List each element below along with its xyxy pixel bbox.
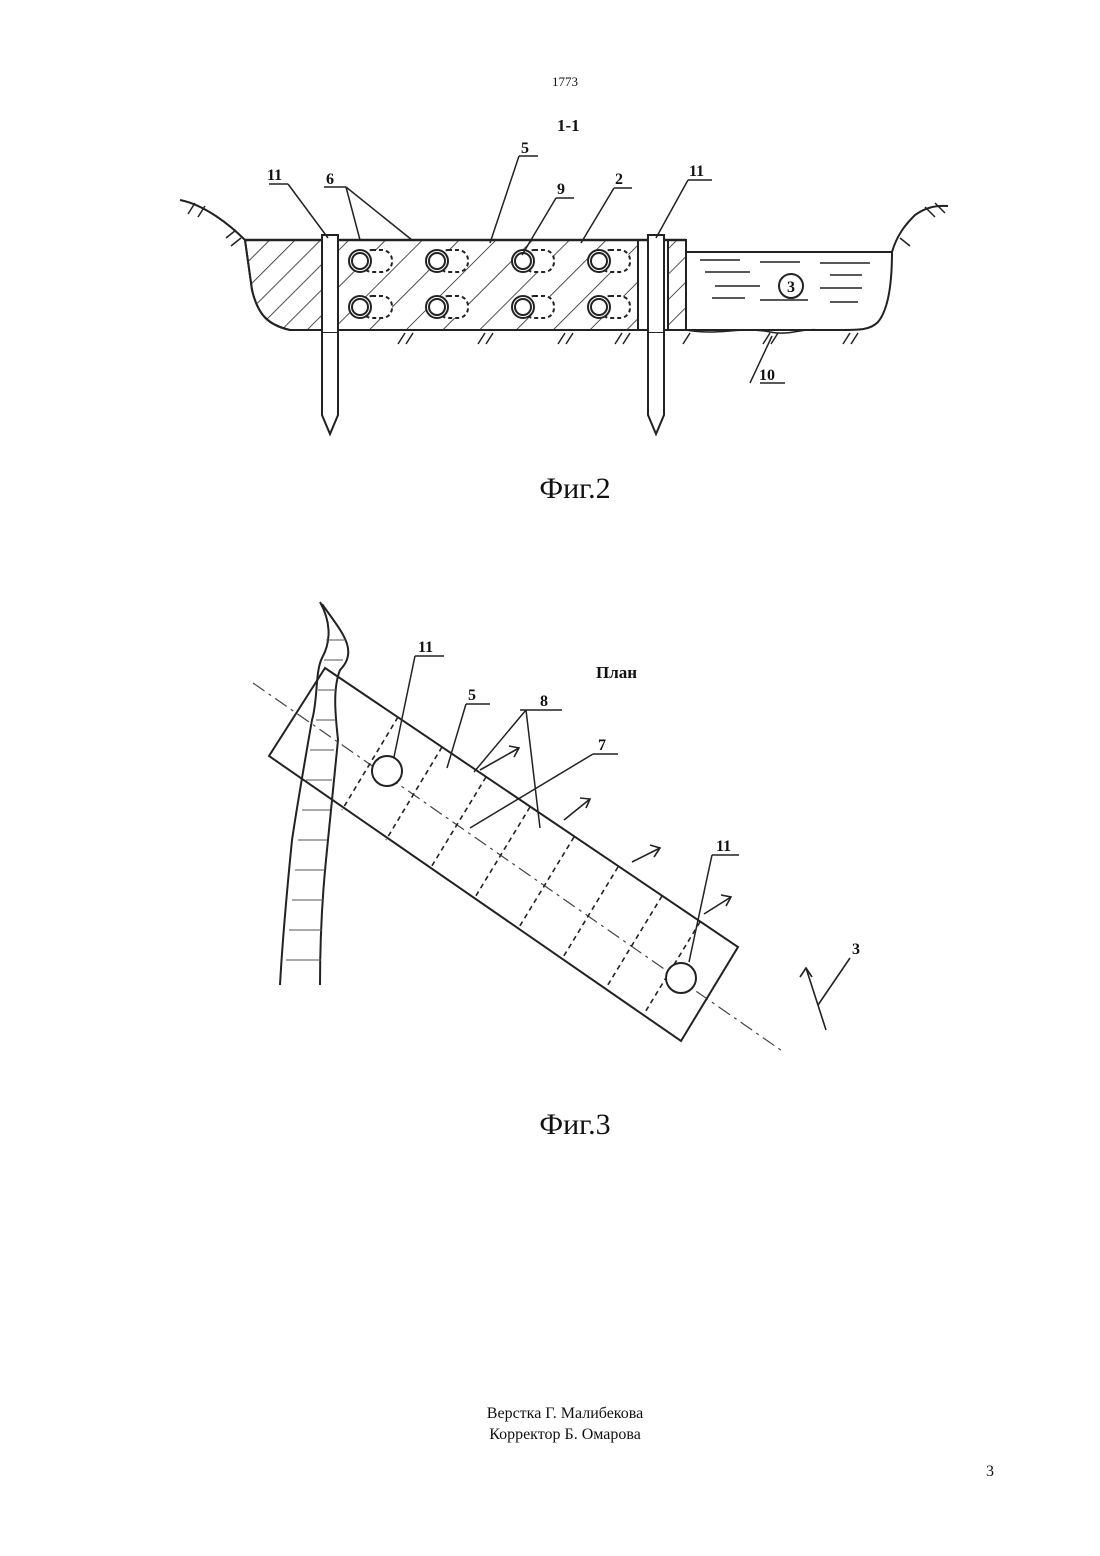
flow-direction-arrow [800,958,850,1030]
callout-stake-top: 11 [418,639,433,656]
callout-body-plan: 5 [468,687,476,704]
figure-3-caption: Фиг.3 [0,1108,1100,1142]
callout-drains-plan: 8 [540,693,548,710]
stake-bottom-circle [666,963,696,993]
centre-axis [253,683,785,1053]
corrector-credit: Корректор Б. Омарова [0,1426,1100,1444]
plan-label: План [596,663,637,683]
stake-top-circle [372,756,402,786]
page-number-bottom: 3 [986,1463,994,1481]
callout-stake-bottom: 11 [716,838,731,855]
callout-flow: 3 [852,941,860,958]
callout-pipe-plan: 7 [598,737,606,754]
figure-3-drawing: 11 5 8 7 11 3 [0,0,1100,1100]
layout-credit: Верстка Г. Малибекова [0,1405,1100,1423]
flow-arrows [480,746,731,914]
